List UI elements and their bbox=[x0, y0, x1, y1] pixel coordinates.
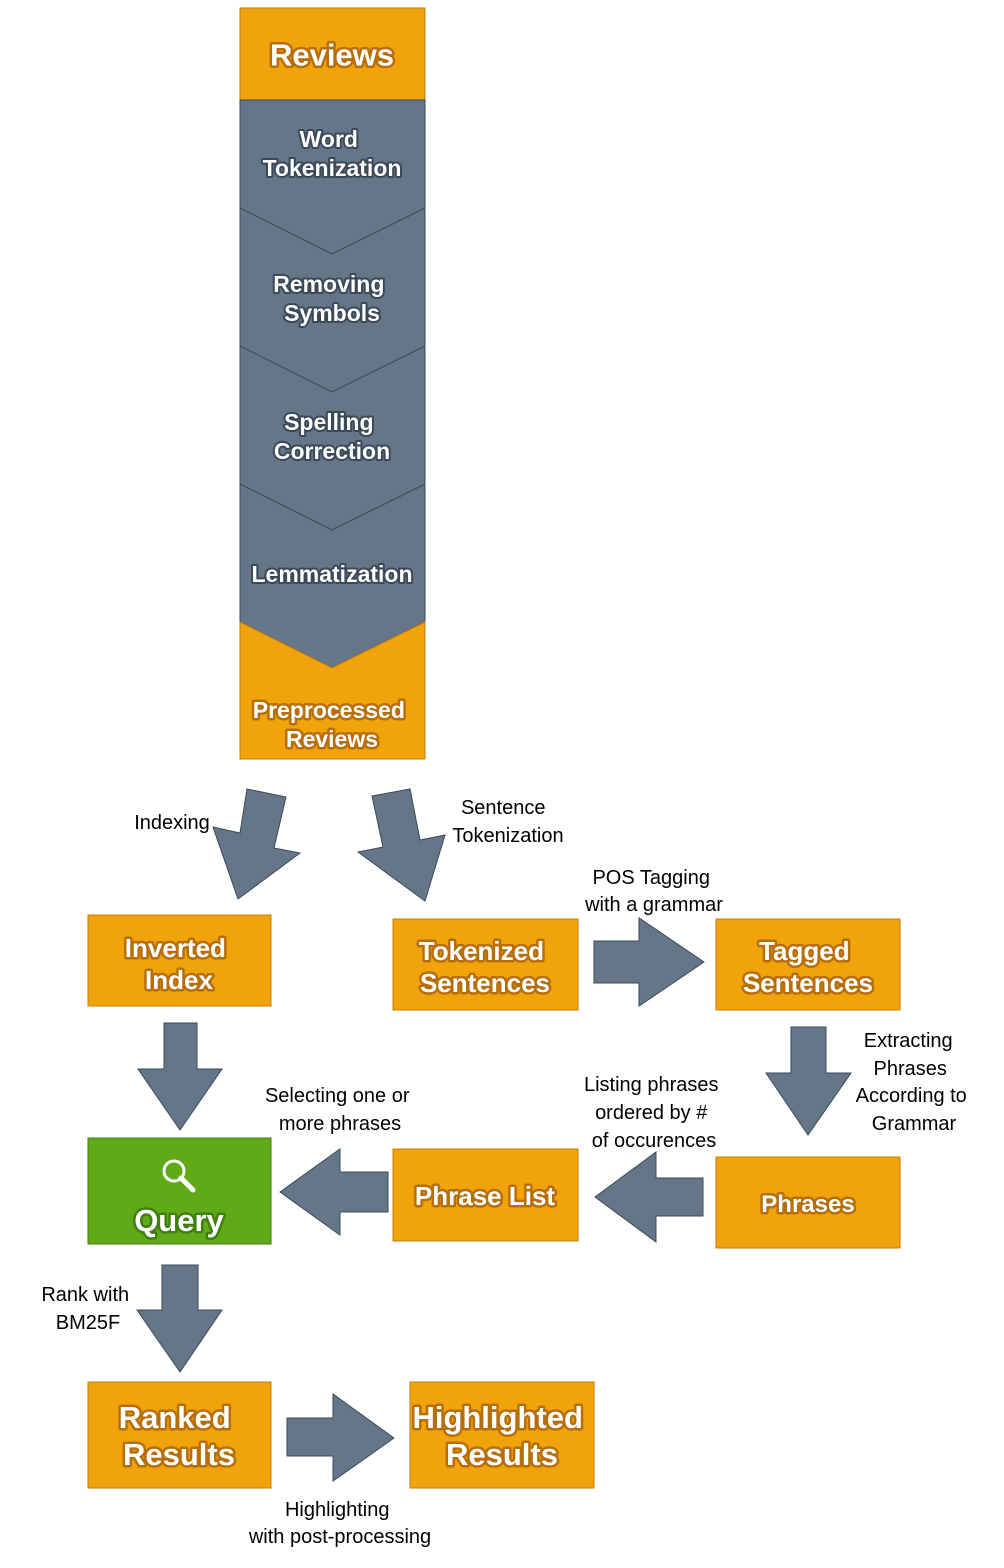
tokenized-sentences-label: Tokenized Sentences bbox=[419, 936, 551, 998]
word-tokenization-line-2: Tokenization bbox=[263, 155, 402, 181]
ranked-results-line-1: Ranked bbox=[119, 1400, 231, 1435]
extracting-phrases-label: Extracting Phrases According to Grammar bbox=[856, 1030, 973, 1135]
inverted-index-box bbox=[87, 914, 272, 1007]
sentence-tokenization-label: Sentence Tokenization bbox=[452, 797, 563, 847]
phrase-list-label: Phrase List bbox=[415, 1181, 556, 1211]
extracting-phrases-line-4: Grammar bbox=[872, 1113, 957, 1135]
phrase-list-box bbox=[392, 1148, 579, 1242]
inverted-index-line-2: Index bbox=[145, 965, 213, 995]
sentence-tokenization-line-1: Sentence bbox=[461, 797, 546, 819]
rank-arrow bbox=[136, 1264, 223, 1373]
index-to-query-arrow bbox=[137, 1022, 223, 1131]
tagged-sentences-label: Tagged Sentences bbox=[743, 936, 873, 998]
ranked-results-line-2: Results bbox=[123, 1437, 235, 1472]
rank-line-1: Rank with bbox=[41, 1284, 129, 1306]
preprocessed-reviews-box bbox=[239, 621, 426, 760]
removing-symbols-label: Removing Symbols bbox=[273, 271, 391, 326]
phrases-node: Phrases bbox=[715, 1156, 901, 1249]
tagged-sentences-line-2: Sentences bbox=[743, 968, 873, 998]
phrases-box bbox=[715, 1156, 901, 1249]
preprocessed-reviews-line-1: Preprocessed bbox=[253, 697, 405, 723]
highlighted-results-label: Highlighted Results bbox=[412, 1400, 591, 1472]
pos-tagging-line-1: POS Tagging bbox=[592, 867, 710, 889]
selecting-phrases-label: Selecting one or more phrases bbox=[265, 1085, 415, 1135]
ranked-results-node: Ranked Results bbox=[87, 1381, 272, 1489]
spelling-correction-line-2: Correction bbox=[274, 438, 390, 464]
tokenized-sentences-node: Tokenized Sentences bbox=[392, 918, 579, 1011]
inverted-index-label: Inverted Index bbox=[125, 933, 233, 995]
pos-tagging-label: POS Tagging with a grammar bbox=[584, 867, 723, 916]
listing-phrases-line-2: ordered by # bbox=[595, 1102, 708, 1124]
selecting-phrases-line-2: more phrases bbox=[279, 1113, 401, 1135]
preprocessed-reviews-line-2: Reviews bbox=[286, 726, 378, 752]
extracting-phrases-line-2: Phrases bbox=[874, 1058, 947, 1080]
listing-phrases-line-3: of occurences bbox=[592, 1130, 717, 1152]
query-node: Query bbox=[87, 1137, 272, 1245]
word-tokenization-label: Word Tokenization bbox=[263, 126, 402, 181]
arrows bbox=[136, 788, 852, 1482]
phrase-list-node: Phrase List bbox=[392, 1148, 579, 1242]
tokenized-sentences-box bbox=[392, 918, 579, 1011]
extracting-phrases-arrow bbox=[765, 1026, 852, 1136]
listing-phrases-label: Listing phrases ordered by # of occurenc… bbox=[584, 1074, 724, 1152]
inverted-index-line-1: Inverted bbox=[125, 933, 226, 963]
removing-symbols-line-1: Removing bbox=[273, 271, 384, 297]
indexing-arrow bbox=[212, 788, 302, 900]
indexing-label: Indexing bbox=[134, 812, 210, 834]
lemmatization-label: Lemmatization bbox=[251, 561, 412, 587]
rank-line-2: BM25F bbox=[56, 1312, 120, 1334]
phrases-label: Phrases bbox=[761, 1191, 854, 1218]
ranked-results-box bbox=[87, 1381, 272, 1489]
pos-tagging-arrow bbox=[593, 917, 705, 1007]
listing-phrases-arrow bbox=[594, 1151, 704, 1243]
rank-label: Rank with BM25F bbox=[41, 1284, 134, 1334]
highlighted-results-line-1: Highlighted bbox=[412, 1400, 582, 1435]
highlighted-results-line-2: Results bbox=[446, 1437, 558, 1472]
query-label: Query bbox=[134, 1203, 224, 1238]
query-box bbox=[87, 1137, 272, 1245]
highlighting-arrow bbox=[286, 1393, 395, 1482]
listing-phrases-line-1: Listing phrases bbox=[584, 1074, 719, 1096]
preprocessed-reviews-label: Preprocessed Reviews bbox=[253, 697, 412, 752]
removing-symbols-line-2: Symbols bbox=[284, 300, 380, 326]
inverted-index-node: Inverted Index bbox=[87, 914, 272, 1007]
word-tokenization-line-1: Word bbox=[300, 126, 358, 152]
highlighted-results-box bbox=[409, 1381, 595, 1489]
spelling-correction-line-1: Spelling bbox=[284, 409, 373, 435]
reviews-header-box bbox=[239, 7, 426, 103]
tagged-sentences-node: Tagged Sentences bbox=[715, 918, 901, 1011]
extracting-phrases-line-3: According to bbox=[856, 1085, 967, 1107]
preprocessing-pipeline: Reviews Word Tokenization Removing Symbo… bbox=[239, 7, 426, 760]
tagged-sentences-box bbox=[715, 918, 901, 1011]
sentence-tokenization-line-2: Tokenization bbox=[452, 825, 563, 847]
highlighting-line-2: with post-processing bbox=[248, 1526, 431, 1548]
spelling-correction-label: Spelling Correction bbox=[274, 409, 390, 464]
reviews-label: Reviews bbox=[270, 38, 394, 73]
tokenized-sentences-line-1: Tokenized bbox=[419, 936, 544, 966]
highlighting-label: Highlighting with post-processing bbox=[248, 1499, 431, 1548]
edge-labels: Indexing Sentence Tokenization POS Taggi… bbox=[41, 797, 973, 1548]
search-icon bbox=[162, 1159, 196, 1193]
sentence-tokenization-arrow bbox=[356, 788, 446, 902]
selecting-phrases-arrow bbox=[279, 1148, 389, 1236]
selecting-phrases-line-1: Selecting one or bbox=[265, 1085, 410, 1107]
pos-tagging-line-2: with a grammar bbox=[584, 894, 723, 916]
extracting-phrases-line-1: Extracting bbox=[864, 1030, 953, 1052]
highlighted-results-node: Highlighted Results bbox=[409, 1381, 595, 1489]
tagged-sentences-line-1: Tagged bbox=[759, 936, 850, 966]
ranked-results-label: Ranked Results bbox=[119, 1400, 240, 1472]
tokenized-sentences-line-2: Sentences bbox=[420, 968, 550, 998]
highlighting-line-1: Highlighting bbox=[285, 1499, 390, 1521]
